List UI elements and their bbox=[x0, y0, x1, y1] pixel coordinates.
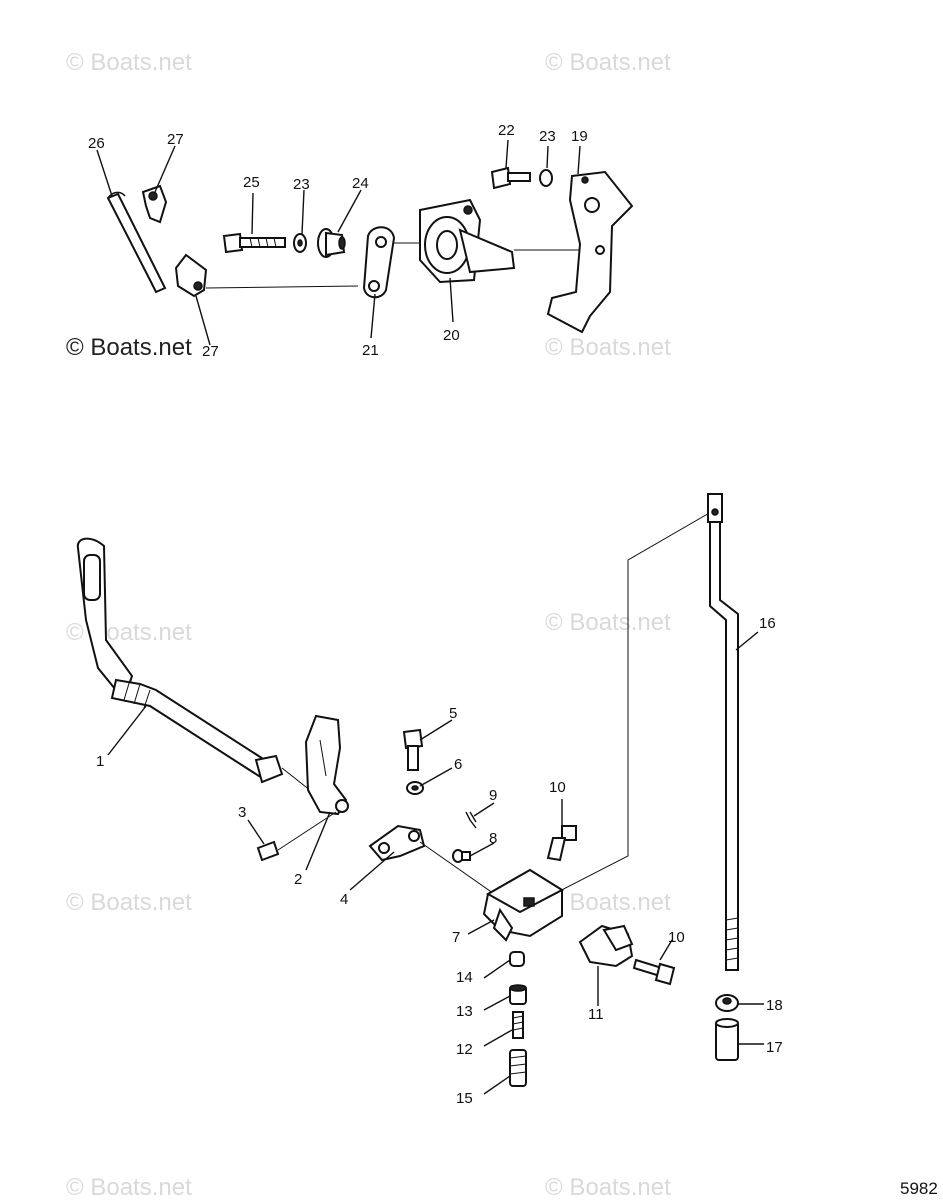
callout-14: 14 bbox=[456, 969, 473, 986]
part-17-sleeve bbox=[715, 1018, 739, 1061]
part-15-spring bbox=[509, 1049, 527, 1087]
part-25-bolt bbox=[222, 232, 286, 254]
leader-lines bbox=[96, 139, 764, 1095]
callout-13: 13 bbox=[456, 1003, 473, 1020]
part-27-rod-clip-lower bbox=[174, 253, 208, 298]
part-13-sleeve bbox=[509, 984, 527, 1005]
callout-27: 27 bbox=[167, 131, 184, 148]
leader-rod-to-link bbox=[205, 285, 359, 289]
part-7-shift-block bbox=[482, 868, 565, 942]
part-2-shift-arm bbox=[304, 714, 349, 816]
callout-8: 8 bbox=[489, 830, 497, 847]
part-8-nut bbox=[452, 849, 471, 863]
part-21-link-plate bbox=[362, 226, 396, 299]
callout-7: 7 bbox=[452, 929, 460, 946]
watermark-primary: © Boats.net bbox=[66, 334, 192, 361]
part-20-cam-pulley bbox=[419, 198, 516, 284]
watermark: © Boats.net bbox=[545, 334, 671, 361]
watermark: © Boats.net bbox=[66, 619, 192, 646]
leader-link-to-rod bbox=[545, 507, 719, 899]
watermark: © Boats.net bbox=[66, 49, 192, 76]
callout-26: 26 bbox=[88, 135, 105, 152]
part-9-cotter-pin bbox=[465, 811, 477, 829]
part-18-nut bbox=[715, 994, 739, 1012]
callout-21: 21 bbox=[362, 342, 379, 359]
callout-19: 19 bbox=[571, 128, 588, 145]
callout-16: 16 bbox=[759, 615, 776, 632]
callout-22: 22 bbox=[498, 122, 515, 139]
callout-12: 12 bbox=[456, 1041, 473, 1058]
part-10-screw-lower bbox=[632, 958, 676, 986]
callout-2: 2 bbox=[294, 871, 302, 888]
callout-3: 3 bbox=[238, 804, 246, 821]
watermark: © Boats.net bbox=[66, 889, 192, 916]
callout-4: 4 bbox=[340, 891, 348, 908]
part-22-screw bbox=[490, 166, 531, 190]
part-4-shift-link bbox=[368, 824, 426, 862]
part-27-rod-clip-upper bbox=[141, 184, 168, 224]
part-19-bracket bbox=[546, 170, 634, 334]
watermark: © Boats.net bbox=[545, 1174, 671, 1200]
part-1-shift-lever bbox=[76, 537, 284, 784]
part-3-pin bbox=[256, 840, 280, 862]
callout-27: 27 bbox=[202, 343, 219, 360]
callout-9: 9 bbox=[489, 787, 497, 804]
callout-24: 24 bbox=[352, 175, 369, 192]
watermark: © Boats.net bbox=[545, 49, 671, 76]
part-11-clamp bbox=[578, 924, 634, 968]
part-26-link-rod bbox=[106, 191, 167, 294]
part-16-shift-rod bbox=[707, 493, 739, 971]
callout-labels: 26 27 25 23 24 22 23 19 21 20 27 1 2 3 4… bbox=[88, 122, 783, 1107]
callout-23: 23 bbox=[293, 176, 310, 193]
callout-10: 10 bbox=[549, 779, 566, 796]
part-24-bushing bbox=[317, 228, 346, 258]
watermarks: © Boats.net © Boats.net © Boats.net © Bo… bbox=[66, 49, 671, 1200]
part-14-bushing bbox=[509, 951, 525, 967]
callout-15: 15 bbox=[456, 1090, 473, 1107]
callout-11: 11 bbox=[588, 1006, 604, 1023]
figure-number: 5982 bbox=[900, 1179, 938, 1198]
watermark: © Boats.net bbox=[545, 889, 671, 916]
callout-20: 20 bbox=[443, 327, 460, 344]
part-23-washer-upper bbox=[539, 169, 553, 187]
part-5-bolt bbox=[402, 728, 424, 771]
callout-5: 5 bbox=[449, 705, 457, 722]
callout-1: 1 bbox=[96, 753, 104, 770]
callout-10: 10 bbox=[668, 929, 685, 946]
callout-25: 25 bbox=[243, 174, 260, 191]
callout-6: 6 bbox=[454, 756, 462, 773]
part-10-screw-upper bbox=[546, 825, 577, 862]
callout-17: 17 bbox=[766, 1039, 783, 1056]
callout-23: 23 bbox=[539, 128, 556, 145]
callout-18: 18 bbox=[766, 997, 783, 1014]
watermark: © Boats.net bbox=[66, 1174, 192, 1200]
watermark: © Boats.net bbox=[545, 609, 671, 636]
part-12-spring bbox=[512, 1011, 524, 1039]
